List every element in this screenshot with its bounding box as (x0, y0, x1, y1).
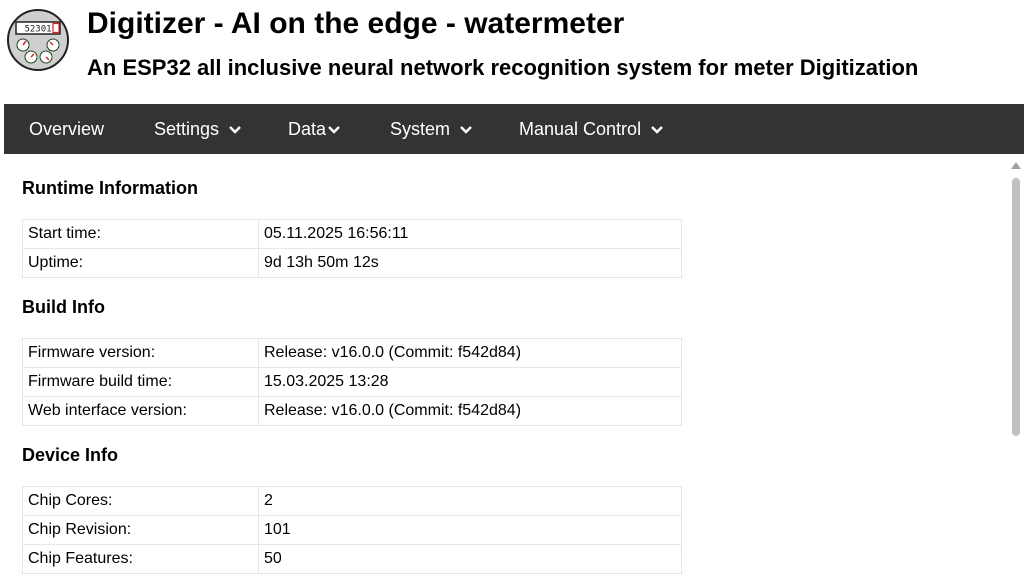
table-row: Firmware build time: 15.03.2025 13:28 (22, 367, 682, 397)
table-row: Chip Cores: 2 (22, 486, 682, 516)
section-title-runtime: Runtime Information (22, 178, 198, 198)
runtime-info-table: Start time: 05.11.2025 16:56:11 Uptime: … (22, 219, 682, 278)
page-subtitle: An ESP32 all inclusive neural network re… (87, 55, 919, 80)
build-info-table: Firmware version: Release: v16.0.0 (Comm… (22, 338, 682, 426)
page-title: Digitizer - AI on the edge - watermeter (87, 7, 625, 40)
nav-item-label: Settings (154, 119, 220, 139)
nav-item-system[interactable]: System (390, 104, 473, 154)
nav-item-settings[interactable]: Settings (154, 104, 242, 154)
page-header: 52301 Digitizer - AI on the edge - water… (0, 0, 1024, 104)
scroll-up-arrow-icon[interactable] (1011, 162, 1021, 169)
row-label: Uptime: (22, 248, 259, 278)
table-row: Chip Features: 50 (22, 544, 682, 574)
row-value: 9d 13h 50m 12s (258, 248, 682, 278)
row-value: 2 (258, 486, 682, 516)
main-content: Runtime Information Start time: 05.11.20… (4, 154, 1024, 585)
nav-item-label: Data (288, 119, 327, 139)
page-scrollbar[interactable] (1008, 160, 1024, 585)
row-value: 101 (258, 515, 682, 545)
nav-item-manual-control[interactable]: Manual Control (519, 104, 664, 154)
nav-item-label: Overview (29, 119, 105, 139)
section-title-build: Build Info (22, 297, 105, 317)
chevron-down-icon (229, 126, 241, 135)
row-label: Chip Features: (22, 544, 259, 574)
nav-item-label: System (390, 119, 451, 139)
table-row: Uptime: 9d 13h 50m 12s (22, 248, 682, 278)
row-value: Release: v16.0.0 (Commit: f542d84) (258, 396, 682, 426)
main-nav: Overview Settings Data System Manual Con… (4, 104, 1024, 154)
chevron-down-icon (328, 126, 340, 135)
table-row: Chip Revision: 101 (22, 515, 682, 545)
nav-item-overview[interactable]: Overview (29, 104, 104, 154)
table-row: Start time: 05.11.2025 16:56:11 (22, 219, 682, 249)
table-row: Web interface version: Release: v16.0.0 … (22, 396, 682, 426)
row-label: Firmware build time: (22, 367, 259, 397)
section-title-device: Device Info (22, 445, 119, 465)
nav-item-data[interactable]: Data (288, 104, 341, 154)
row-label: Web interface version: (22, 396, 259, 426)
row-value: 15.03.2025 13:28 (258, 367, 682, 397)
scrollbar-thumb[interactable] (1012, 178, 1020, 436)
watermeter-logo-icon: 52301 (7, 9, 69, 71)
nav-item-label: Manual Control (519, 119, 642, 139)
row-value: Release: v16.0.0 (Commit: f542d84) (258, 338, 682, 368)
row-label: Firmware version: (22, 338, 259, 368)
chevron-down-icon (651, 126, 663, 135)
row-value: 50 (258, 544, 682, 574)
row-label: Start time: (22, 219, 259, 249)
row-label: Chip Cores: (22, 486, 259, 516)
logo-digits: 52301 (24, 25, 51, 35)
table-row: Firmware version: Release: v16.0.0 (Comm… (22, 338, 682, 368)
chevron-down-icon (460, 126, 472, 135)
row-label: Chip Revision: (22, 515, 259, 545)
row-value: 05.11.2025 16:56:11 (258, 219, 682, 249)
device-info-table: Chip Cores: 2 Chip Revision: 101 Chip Fe… (22, 486, 682, 574)
